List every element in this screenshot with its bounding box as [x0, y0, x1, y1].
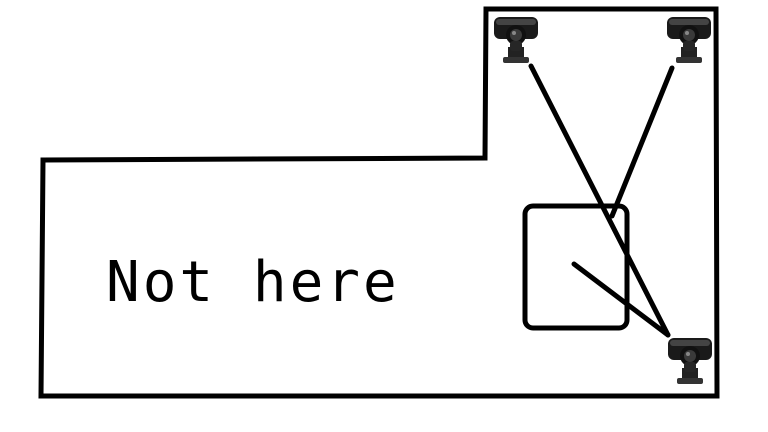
room-outline — [38, 6, 720, 399]
sight-line-top-left — [528, 63, 671, 338]
bottom-right-camera-icon — [668, 338, 712, 384]
target-square — [522, 203, 630, 331]
sight-line-top-right — [609, 65, 675, 219]
sight-line-bottom-right — [571, 261, 671, 338]
not-here-label: Not here — [106, 250, 400, 315]
top-right-camera-icon — [667, 17, 711, 63]
top-left-camera-icon — [494, 17, 538, 63]
